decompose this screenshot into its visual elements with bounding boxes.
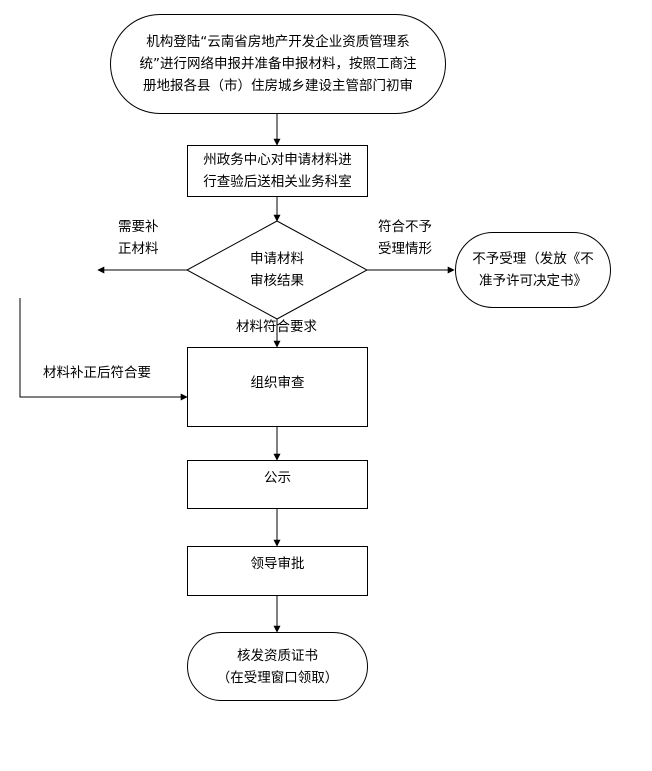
start-node: 机构登陆“云南省房地产开发企业资质管理系 统”进行网络申报并准备申报材料，按照工…	[110, 14, 446, 114]
prefecture-check-box: 州政务中心对申请材料进 行查验后送相关业务科室	[187, 145, 368, 197]
label-need-supplement: 需要补 正材料	[118, 219, 159, 257]
label-materials-ok: 材料符合要求	[236, 319, 317, 335]
reject-text: 不予受理（发放《不 准予许可决定书》	[472, 251, 594, 289]
label-not-accepted: 符合不予 受理情形	[378, 219, 432, 257]
reject-node: 不予受理（发放《不 准予许可决定书》	[455, 232, 611, 308]
publicity-text: 公示	[264, 470, 291, 486]
certificate-node: 核发资质证书 （在受理窗口领取）	[187, 632, 368, 701]
certificate-text: 核发资质证书	[237, 647, 318, 664]
certificate-note-text: （在受理窗口领取）	[216, 669, 339, 686]
label-supplement-ok: 材料补正后符合要	[43, 365, 151, 381]
publicity-box: 公示	[187, 460, 368, 509]
start-node-text: 机构登陆“云南省房地产开发企业资质管理系 统”进行网络申报并准备申报材料，按照工…	[139, 34, 417, 94]
review-result-text: 申请材料 审核结果	[250, 251, 304, 289]
organize-review-box: 组织审查	[187, 347, 368, 427]
organize-review-text: 组织审查	[250, 375, 305, 391]
arrow-supplement-back-to-organize	[19, 298, 188, 401]
review-decision-diamond	[185, 220, 369, 320]
leader-approval-text: 领导审批	[250, 556, 305, 572]
prefecture-check-text: 州政务中心对申请材料进 行查验后送相关业务科室	[203, 152, 352, 190]
leader-approval-box: 领导审批	[187, 546, 368, 596]
